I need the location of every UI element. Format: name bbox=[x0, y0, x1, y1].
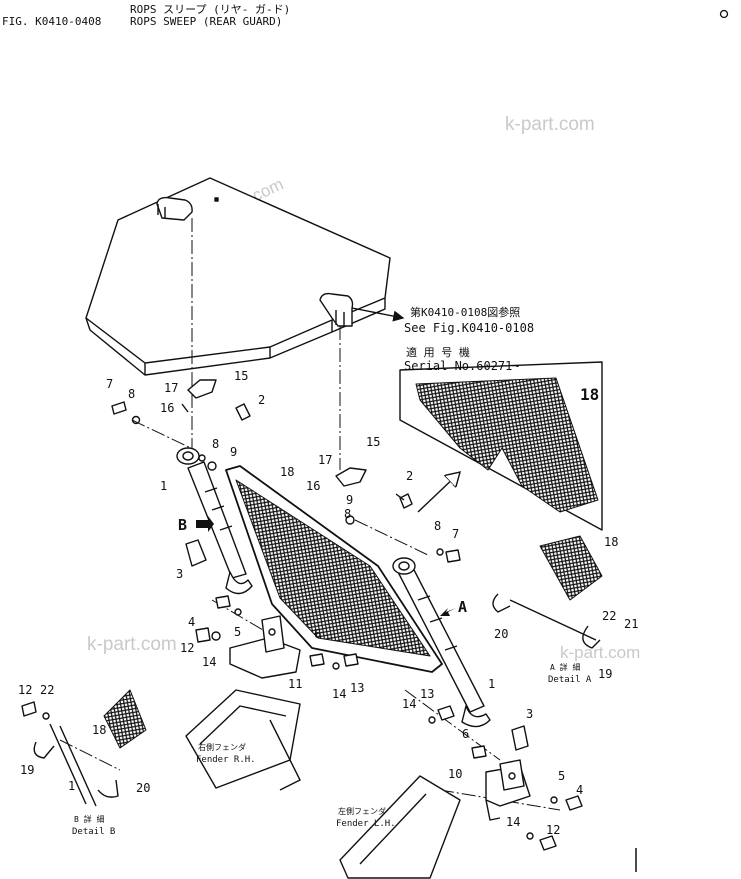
serial-number: Serial No.60271~ bbox=[404, 359, 520, 373]
screen-detail-inset bbox=[399, 361, 603, 531]
part-callout-18: 18 bbox=[580, 385, 599, 404]
watermark-text: k-part.com bbox=[505, 114, 595, 135]
part-callout-15: 15 bbox=[366, 435, 380, 449]
part-callout-3: 3 bbox=[526, 707, 533, 721]
detail-a-jp: A 詳 細 bbox=[550, 662, 580, 672]
detail-b-parts bbox=[33, 689, 147, 807]
part-callout-5: 5 bbox=[234, 625, 241, 639]
part-callout-10: 10 bbox=[448, 767, 462, 781]
part-callout-12: 12 bbox=[180, 641, 194, 655]
reference-see-fig: See Fig.K0410-0108 bbox=[404, 321, 534, 335]
part-callout-14: 14 bbox=[506, 815, 520, 829]
detail-pointer-arrow bbox=[417, 474, 458, 513]
mount-bracket-11 bbox=[229, 615, 301, 679]
part-callout-1: 1 bbox=[160, 479, 167, 493]
part-callout-8: 8 bbox=[212, 437, 219, 451]
part-callout-13: 13 bbox=[350, 681, 364, 695]
header-jp-title: ROPS スリープ (リヤ- ガ-ド) bbox=[130, 3, 291, 16]
part-callout-22: 22 bbox=[602, 609, 616, 623]
part-callout-11: 11 bbox=[288, 677, 302, 691]
part-callout-6: 6 bbox=[462, 727, 469, 741]
watermark-text: k-part.com bbox=[560, 643, 640, 662]
fender-lh-label: Fender L.H. bbox=[336, 819, 396, 829]
rops-post-left bbox=[176, 447, 253, 595]
fender-rh bbox=[185, 689, 301, 791]
watermark-text: k-part.com bbox=[87, 634, 177, 655]
part-callout-1: 1 bbox=[68, 779, 75, 793]
part-callout-4: 4 bbox=[188, 615, 195, 629]
reference-jp: 第K0410-0108図参照 bbox=[410, 305, 520, 319]
part-callout-8: 8 bbox=[434, 519, 441, 533]
part-callout-21: 21 bbox=[624, 617, 638, 631]
part-callout-7: 7 bbox=[106, 377, 113, 391]
detail-b-label: Detail B bbox=[72, 827, 115, 837]
part-callout-3: 3 bbox=[176, 567, 183, 581]
part-callout-2: 2 bbox=[406, 469, 413, 483]
detail-b-marker: B bbox=[178, 516, 187, 534]
mount-hole bbox=[214, 197, 219, 202]
part-callout-20: 20 bbox=[494, 627, 508, 641]
part-callout-17: 17 bbox=[318, 453, 332, 467]
part-callout-14: 14 bbox=[402, 697, 416, 711]
figure-number: FIG. K0410-0408 bbox=[2, 15, 102, 28]
part-callout-8: 8 bbox=[128, 387, 135, 401]
detail-b-jp: B 詳 細 bbox=[74, 814, 104, 824]
part-callout-19: 19 bbox=[598, 667, 612, 681]
detail-a-arrow bbox=[440, 608, 456, 616]
rops-post-right bbox=[392, 557, 491, 728]
part-callout-2: 2 bbox=[258, 393, 265, 407]
fender-rh-jp: 右側フェンダ bbox=[198, 742, 246, 752]
part-callout-1: 1 bbox=[488, 677, 495, 691]
reference-leader bbox=[351, 307, 405, 322]
rops-canopy bbox=[85, 177, 391, 376]
canopy-mount-bracket bbox=[156, 196, 193, 221]
part-callout-18: 18 bbox=[92, 723, 106, 737]
part-callout-14: 14 bbox=[202, 655, 216, 669]
part-callout-9: 9 bbox=[230, 445, 237, 459]
detail-b-arrow bbox=[196, 516, 214, 532]
part-callout-6: 6 bbox=[314, 627, 321, 641]
fender-rh-label: Fender R.H. bbox=[196, 755, 256, 765]
part-callout-16: 16 bbox=[160, 401, 174, 415]
part-callout-22: 22 bbox=[40, 683, 54, 697]
part-callout-8: 8 bbox=[344, 507, 351, 521]
part-callout-5: 5 bbox=[558, 769, 565, 783]
part-callout-15: 15 bbox=[234, 369, 248, 383]
part-callout-19: 19 bbox=[20, 763, 34, 777]
detail-a-parts bbox=[492, 535, 603, 649]
part-callout-14: 14 bbox=[332, 687, 346, 701]
part-callout-9: 9 bbox=[346, 493, 353, 507]
fender-lh bbox=[339, 775, 461, 879]
part-callout-17: 17 bbox=[164, 381, 178, 395]
corner-mark bbox=[719, 9, 729, 19]
part-callout-20: 20 bbox=[136, 781, 150, 795]
part-callout-4: 4 bbox=[576, 783, 583, 797]
detail-a-label: Detail A bbox=[548, 675, 592, 685]
part-callout-13: 13 bbox=[420, 687, 434, 701]
part-callout-7: 7 bbox=[452, 527, 459, 541]
detail-a-marker: A bbox=[458, 598, 467, 616]
fender-lh-jp: 左側フェンダ bbox=[338, 806, 386, 816]
rear-guard-screen bbox=[225, 465, 443, 673]
hardware-bolts bbox=[21, 379, 583, 851]
mount-bracket-10 bbox=[485, 759, 531, 821]
part-callout-12: 12 bbox=[18, 683, 32, 697]
part-callout-18: 18 bbox=[280, 465, 294, 479]
part-callout-16: 16 bbox=[306, 479, 320, 493]
serial-jp: 適 用 号 機 bbox=[406, 345, 470, 359]
part-callout-18: 18 bbox=[604, 535, 618, 549]
part-callout-12: 12 bbox=[546, 823, 560, 837]
header-title: ROPS SWEEP (REAR GUARD) bbox=[130, 15, 283, 28]
